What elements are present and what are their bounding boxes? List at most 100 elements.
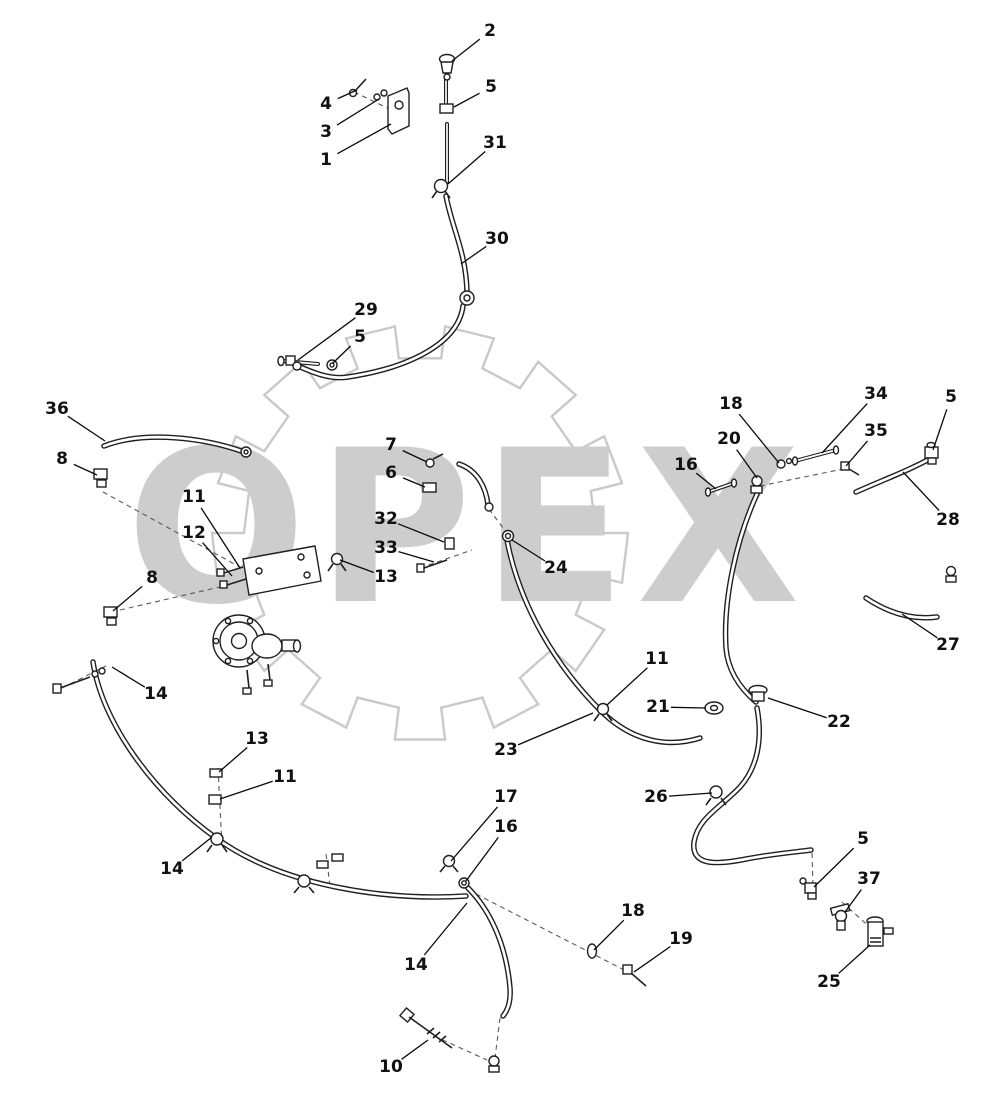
clamp-31 (433, 178, 449, 194)
leader-line (845, 440, 868, 467)
part-label-13: 13 (245, 729, 269, 749)
hardware-parts (52, 53, 957, 1073)
tube-16 (704, 487, 712, 497)
part-label-32: 32 (374, 509, 398, 529)
leader-line (337, 123, 392, 155)
leader-line (401, 1039, 429, 1060)
leader-line (339, 559, 375, 574)
clamp-26 (705, 785, 727, 806)
tube-34 (791, 456, 799, 466)
part-label-5: 5 (354, 327, 366, 347)
part-label-26: 26 (644, 787, 668, 807)
part-label-31: 31 (483, 133, 507, 153)
leader-line (402, 477, 426, 488)
grommet-21 (704, 701, 724, 715)
part-label-6: 6 (385, 463, 397, 483)
leader-line (336, 98, 380, 126)
leader-line (593, 919, 625, 951)
nut-13-lower (209, 768, 223, 778)
fitting-7-6 (422, 453, 444, 493)
valve-assembly (348, 53, 456, 199)
part-label-18: 18 (621, 901, 645, 921)
part-label-28: 28 (936, 510, 960, 530)
part-label-10: 10 (379, 1057, 403, 1077)
elbow-5-bottom (799, 877, 817, 900)
part-label-35: 35 (864, 421, 888, 441)
part-label-11: 11 (182, 487, 206, 507)
leader-line (112, 585, 143, 612)
part-label-14: 14 (144, 684, 168, 704)
valve-25 (866, 916, 894, 947)
leader-line (219, 780, 273, 800)
fitting-24 (484, 502, 515, 543)
leader-line (453, 92, 480, 108)
leader-line (932, 409, 948, 451)
bolt-35 (840, 461, 850, 471)
leader-line (821, 403, 868, 454)
leader-line (738, 413, 780, 464)
stud-32 (444, 537, 455, 550)
leader-line (451, 38, 481, 62)
clamp-17-ring-16 (439, 854, 470, 889)
part-label-5: 5 (945, 387, 957, 407)
mount-plate (216, 545, 322, 596)
leader-line (902, 471, 940, 511)
part-label-21: 21 (646, 697, 670, 717)
washer-18-lower (586, 943, 598, 959)
part-label-20: 20 (717, 429, 741, 449)
leader-line (447, 151, 486, 185)
part-label-13: 13 (374, 567, 398, 587)
leader-line (73, 463, 98, 476)
leader-line (337, 89, 358, 100)
leader-line (111, 666, 146, 688)
leader-line (398, 550, 435, 563)
construction-lines (61, 91, 874, 1061)
clamp-hardware-mid (293, 853, 344, 894)
fitting-27-cap (945, 565, 957, 583)
leader-line (901, 613, 938, 639)
part-label-16: 16 (494, 817, 518, 837)
part-label-12: 12 (182, 523, 206, 543)
grommet-22 (748, 684, 768, 702)
part-label-11: 11 (645, 649, 669, 669)
nut-6 (422, 482, 437, 493)
part-label-37: 37 (857, 869, 881, 889)
part-label-19: 19 (669, 929, 693, 949)
tube-29-assembly (277, 355, 338, 371)
bracket-1 (387, 87, 410, 135)
part-label-8: 8 (146, 568, 158, 588)
leader-line (838, 944, 871, 974)
part-label-34: 34 (864, 384, 888, 404)
right-top-cluster (704, 441, 939, 497)
part-label-27: 27 (936, 635, 960, 655)
bolt-12 (226, 578, 247, 586)
part-label-5: 5 (857, 829, 869, 849)
part-label-23: 23 (494, 740, 518, 760)
leader-line (181, 836, 213, 862)
nut-11-lower (208, 794, 222, 805)
leader-line (67, 415, 106, 442)
leader-line (813, 847, 855, 888)
leader-line (402, 450, 428, 463)
leader-line (511, 539, 546, 562)
part-label-8: 8 (56, 449, 68, 469)
bolt-33 (416, 559, 448, 573)
leader-line (606, 667, 648, 706)
elbow-30 (459, 290, 475, 306)
leader-lines (67, 38, 948, 1060)
leader-line (736, 449, 758, 479)
part-label-3: 3 (320, 122, 332, 142)
clamp-11-right (593, 702, 613, 722)
bolt-left (52, 667, 106, 694)
part-label-18: 18 (719, 394, 743, 414)
leader-line (450, 806, 498, 862)
pump-assembly (212, 614, 302, 695)
part-label-1: 1 (320, 150, 332, 170)
part-label-30: 30 (485, 229, 509, 249)
bolt-10 (398, 1006, 453, 1049)
leader-line (460, 245, 487, 265)
part-label-24: 24 (544, 558, 568, 578)
